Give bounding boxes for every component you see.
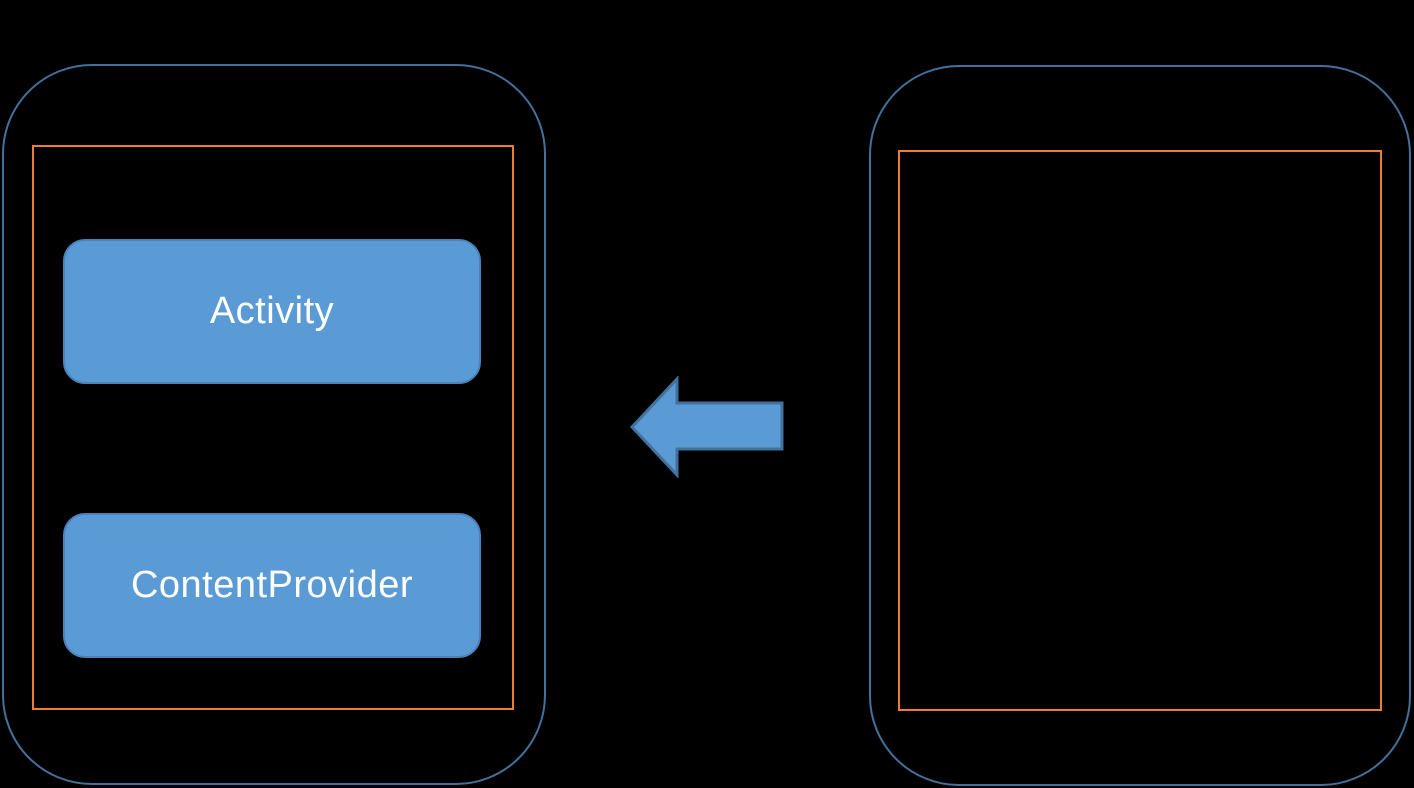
activity-box: Activity (63, 239, 481, 384)
activity-label: Activity (209, 290, 335, 332)
left-phone-frame (2, 64, 546, 785)
right-phone-screen (898, 150, 1382, 711)
left-arrow-icon (630, 376, 784, 478)
left-phone-screen (32, 145, 514, 710)
right-phone-frame (869, 65, 1411, 786)
contentprovider-box: ContentProvider (63, 513, 481, 658)
contentprovider-label: ContentProvider (130, 564, 414, 606)
